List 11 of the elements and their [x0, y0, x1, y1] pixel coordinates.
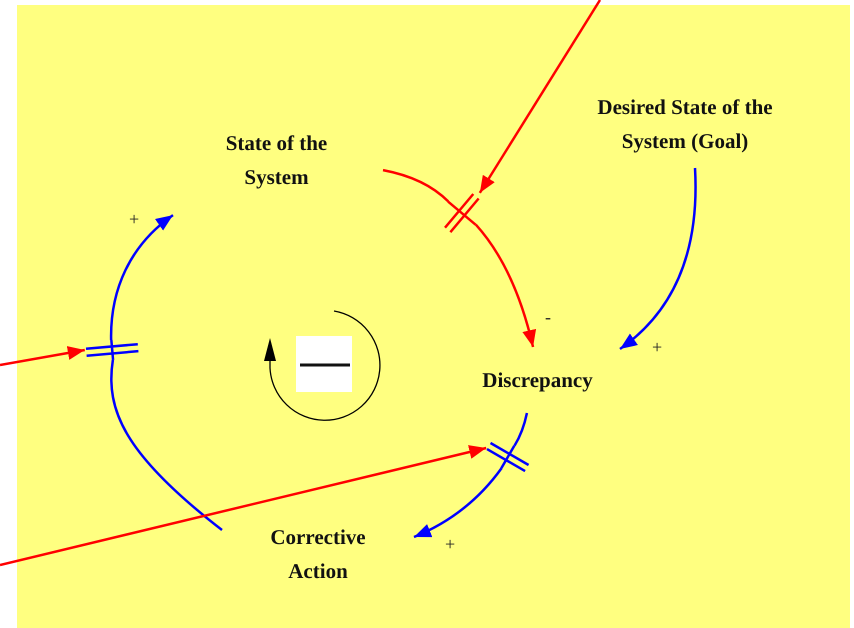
variable-label: Desired State of the System (Goal) — [596, 94, 774, 155]
variable-label: Corrective Action — [269, 524, 367, 585]
arrow — [414, 468, 502, 538]
arrow — [474, 224, 536, 348]
arrow — [619, 168, 697, 350]
arrow — [0, 445, 486, 566]
arrow — [478, 0, 602, 194]
variable-label: State of the System — [224, 130, 328, 191]
variable-label: Discrepancy — [482, 367, 593, 394]
arrow — [0, 346, 86, 366]
arrow — [110, 214, 174, 340]
